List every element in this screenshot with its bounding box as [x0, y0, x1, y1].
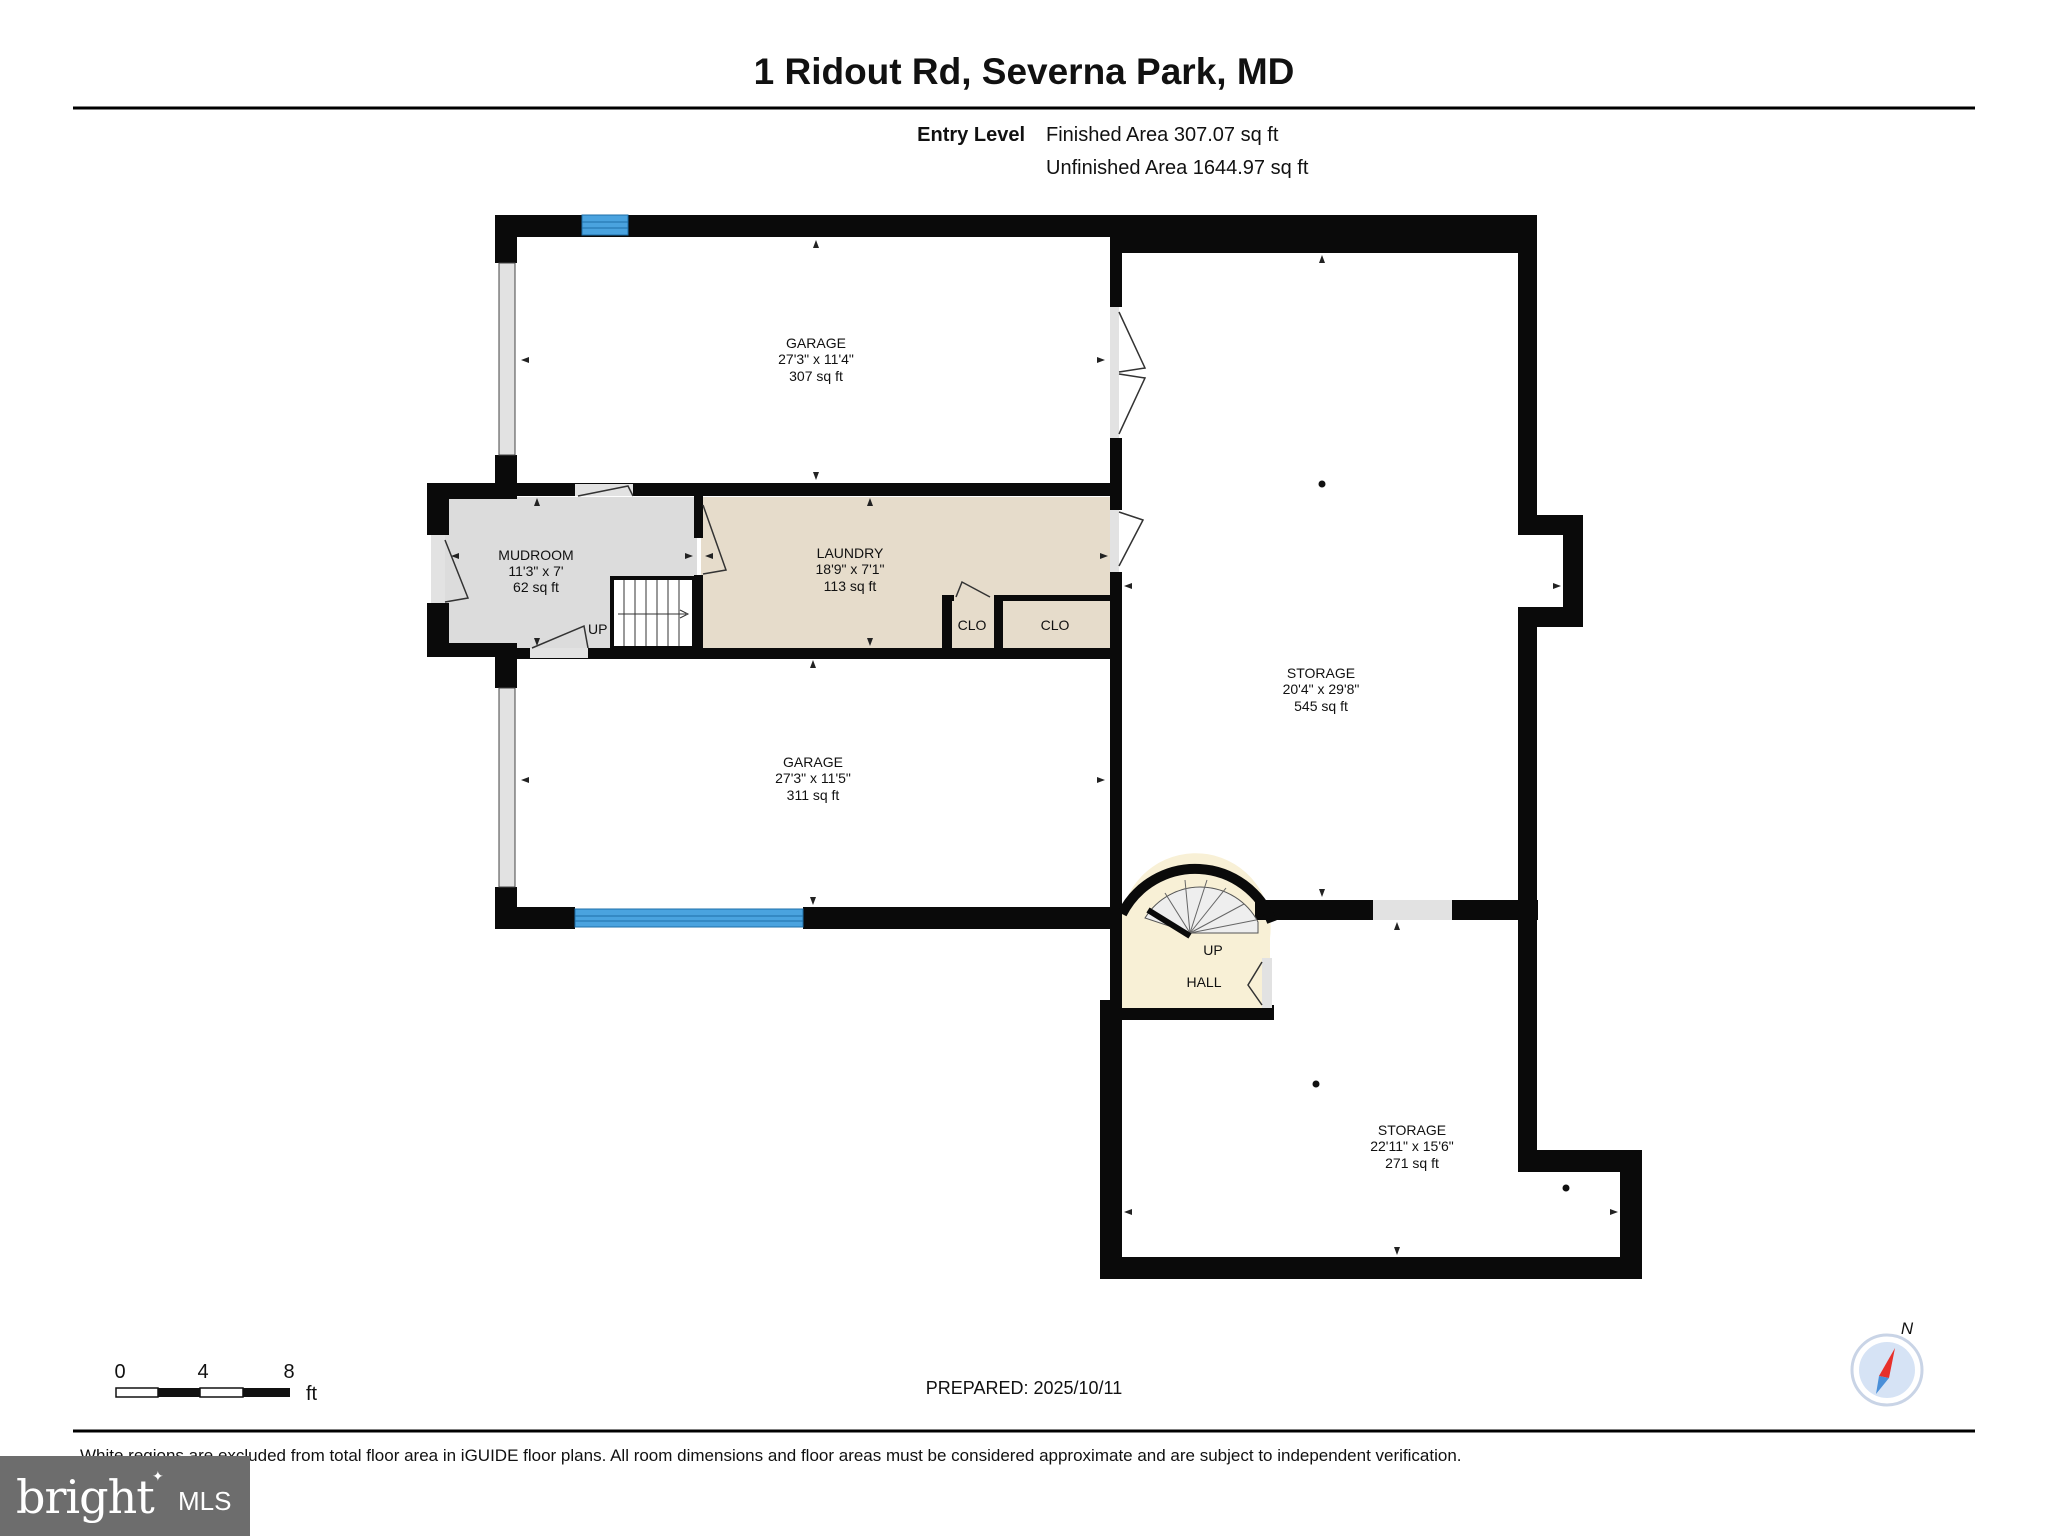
hall-arc-wall — [1117, 863, 1277, 924]
compass-icon: N — [1850, 1319, 1924, 1407]
closet-2-floor — [1000, 600, 1111, 649]
logo-sparkle-icon: ✦ — [152, 1468, 164, 1484]
room-area: 62 sq ft — [513, 579, 559, 595]
room-name: GARAGE — [783, 754, 843, 770]
hall-spiral-stair — [1144, 879, 1259, 939]
compass-north-label: N — [1901, 1319, 1914, 1338]
scale-unit: ft — [306, 1383, 318, 1405]
window-top-left — [581, 214, 629, 236]
window-bottom-garage — [574, 908, 804, 928]
doors — [431, 307, 1272, 1008]
prepared-date: PREPARED: 2025/10/11 — [926, 1378, 1122, 1398]
room-dims: 11'3" x 7' — [508, 563, 563, 579]
room-area: 545 sq ft — [1294, 698, 1348, 714]
footer-disclaimer: White regions are excluded from total fl… — [80, 1446, 1462, 1465]
closet-1-floor — [950, 600, 995, 649]
room-laundry: LAUNDRY 18'9" x 7'1" 113 sq ft — [816, 545, 885, 594]
room-closet-1: CLO — [958, 617, 987, 633]
mudroom-stairs — [610, 576, 696, 650]
room-name: GARAGE — [786, 335, 846, 351]
scale-tick-8: 8 — [283, 1361, 294, 1383]
dimension-markers — [451, 240, 1618, 1255]
logo-suffix: MLS — [178, 1486, 232, 1516]
room-dims: 27'3" x 11'4" — [778, 351, 854, 367]
scale-tick-0: 0 — [114, 1361, 125, 1383]
room-garage-top: GARAGE 27'3" x 11'4" 307 sq ft — [778, 335, 854, 384]
room-dims: 20'4" x 29'8" — [1283, 681, 1360, 697]
scale-tick-4: 4 — [197, 1361, 208, 1383]
room-name: MUDROOM — [498, 547, 573, 563]
room-name: STORAGE — [1378, 1122, 1446, 1138]
room-storage-lower: STORAGE 22'11" x 15'6" 271 sq ft — [1370, 1122, 1454, 1171]
mudroom-stair-up-label: UP — [588, 621, 607, 637]
room-area: 311 sq ft — [787, 787, 840, 803]
room-dims: 22'11" x 15'6" — [1370, 1138, 1454, 1154]
storage-opening — [1373, 900, 1452, 920]
room-dims: 18'9" x 7'1" — [816, 561, 885, 577]
room-closet-2: CLO — [1041, 617, 1070, 633]
walls — [427, 215, 1642, 1279]
ceiling-markers — [1312, 480, 1570, 1192]
room-dims: 27'3" x 11'5" — [775, 770, 851, 786]
room-mudroom: MUDROOM 11'3" x 7' 62 sq ft — [498, 547, 573, 595]
level-name: Entry Level — [917, 124, 1025, 146]
hall-stair-up-label: UP — [1203, 942, 1222, 958]
garage-door-bottom — [498, 687, 516, 888]
page-title: 1 Ridout Rd, Severna Park, MD — [754, 51, 1295, 92]
room-name: LAUNDRY — [817, 545, 884, 561]
room-area: 113 sq ft — [824, 578, 877, 594]
unfinished-area: Unfinished Area 1644.97 sq ft — [1046, 157, 1309, 179]
bright-mls-logo: bright ✦ MLS — [0, 1456, 250, 1536]
logo-word: bright — [16, 1470, 155, 1524]
finished-area: Finished Area 307.07 sq ft — [1046, 124, 1279, 146]
room-area: 271 sq ft — [1385, 1155, 1439, 1171]
room-hall: HALL — [1186, 974, 1221, 990]
room-storage-main: STORAGE 20'4" x 29'8" 545 sq ft — [1283, 665, 1360, 714]
scale-bar: 0 4 8 ft — [114, 1361, 317, 1405]
room-area: 307 sq ft — [789, 368, 843, 384]
room-name: STORAGE — [1287, 665, 1355, 681]
garage-door-top — [498, 262, 516, 456]
room-garage-bottom: GARAGE 27'3" x 11'5" 311 sq ft — [775, 754, 851, 803]
